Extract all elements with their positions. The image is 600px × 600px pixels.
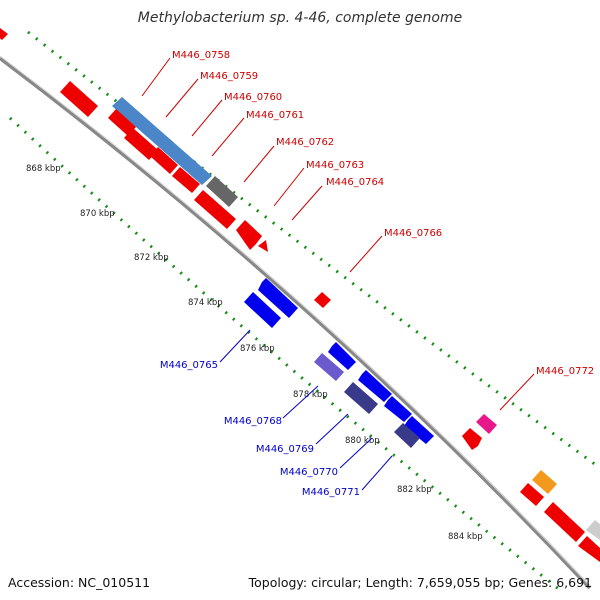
leader-lines [141, 57, 535, 491]
ruler-labels: 868 kbp 870 kbp 872 kbp 874 kbp 876 kbp … [26, 164, 483, 542]
gene-label-M446_0760[interactable]: M446_0760 [224, 92, 282, 103]
gene-label-M446_0772[interactable]: M446_0772 [536, 366, 594, 377]
gene-arrow-blue[interactable] [404, 416, 434, 444]
gene-label-M446_0761[interactable]: M446_0761 [246, 110, 304, 121]
gene-arrow-blue[interactable] [384, 396, 412, 422]
genome-backbone-highlight [0, 55, 591, 587]
gene-arrow-red[interactable] [236, 220, 262, 250]
gene-arrow-red[interactable] [108, 109, 136, 136]
map-title: Methylobacterium sp. 4-46, complete geno… [138, 10, 462, 26]
gene-arrow-red[interactable] [150, 147, 178, 174]
accession-text: Accession: NC_010511 [8, 575, 150, 590]
gene-arrow-darkslate[interactable] [344, 382, 378, 414]
gene-label-M446_0766[interactable]: M446_0766 [384, 228, 442, 239]
gene-label-M446_0758[interactable]: M446_0758 [172, 50, 230, 61]
genome-backbone [0, 56, 592, 590]
outer-tick-track [27, 30, 600, 470]
gene-arrow-red-small[interactable] [258, 240, 268, 252]
gene-arrow-steelblue[interactable] [112, 97, 212, 185]
gene-arrow-red[interactable] [578, 536, 600, 562]
gene-label-M446_0769[interactable]: M446_0769 [256, 444, 314, 455]
ruler-label-884: 884 kbp [448, 532, 483, 542]
gene-label-M446_0763[interactable]: M446_0763 [306, 160, 364, 171]
gene-label-M446_0759[interactable]: M446_0759 [200, 71, 258, 82]
gene-arrow-darkslate[interactable] [394, 423, 420, 448]
forward-gene-labels: M446_0758 M446_0759 M446_0760 M446_0761 … [172, 50, 594, 377]
ruler-label-880: 880 kbp [345, 436, 380, 446]
ruler-label-868: 868 kbp [26, 164, 61, 174]
gene-arrow-red[interactable] [544, 502, 585, 542]
gene-arrow-blue[interactable] [258, 278, 298, 318]
gene-label-M446_0765[interactable]: M446_0765 [160, 360, 218, 371]
gene-arrow-lightgray[interactable] [586, 520, 600, 540]
gene-arrow-blue[interactable] [244, 292, 281, 328]
gene-arrow-red[interactable] [172, 167, 200, 193]
gene-arrow-red[interactable] [60, 81, 98, 117]
gene-arrow-gray[interactable] [206, 176, 238, 207]
gene-arrow-red[interactable] [520, 483, 544, 506]
gene-arrow-blue[interactable] [358, 370, 392, 402]
gene-arrow-pink[interactable] [476, 414, 497, 434]
gene-arrow-red[interactable] [194, 190, 236, 229]
ruler-label-876: 876 kbp [240, 344, 275, 354]
reverse-gene-labels: M446_0765 M446_0768 M446_0769 M446_0770 … [160, 360, 360, 498]
ruler-label-872: 872 kbp [134, 253, 169, 263]
genome-summary-text: Topology: circular; Length: 7,659,055 bp… [248, 575, 592, 590]
ruler-label-874: 874 kbp [188, 298, 223, 308]
gene-label-M446_0762[interactable]: M446_0762 [276, 137, 334, 148]
ruler-label-878: 878 kbp [293, 390, 328, 400]
gene-label-M446_0770[interactable]: M446_0770 [280, 467, 338, 478]
gene-arrow-red[interactable] [124, 128, 158, 160]
gene-arrow-orange[interactable] [532, 470, 557, 494]
gene-label-M446_0768[interactable]: M446_0768 [224, 416, 282, 427]
gene-label-M446_0764[interactable]: M446_0764 [326, 177, 384, 188]
gene-label-M446_0771[interactable]: M446_0771 [302, 487, 360, 498]
ruler-label-882: 882 kbp [397, 485, 432, 495]
gene-arrow-red[interactable] [462, 428, 482, 450]
inner-tick-track [8, 116, 561, 592]
reverse-genes [244, 278, 434, 448]
ruler-label-870: 870 kbp [80, 209, 115, 219]
forward-genes [0, 28, 600, 562]
gene-arrow-red[interactable] [314, 292, 331, 308]
gene-arrow-edge-left[interactable] [0, 28, 8, 40]
gene-arrow-blue[interactable] [328, 342, 356, 370]
gene-arrow-slate[interactable] [314, 353, 344, 381]
